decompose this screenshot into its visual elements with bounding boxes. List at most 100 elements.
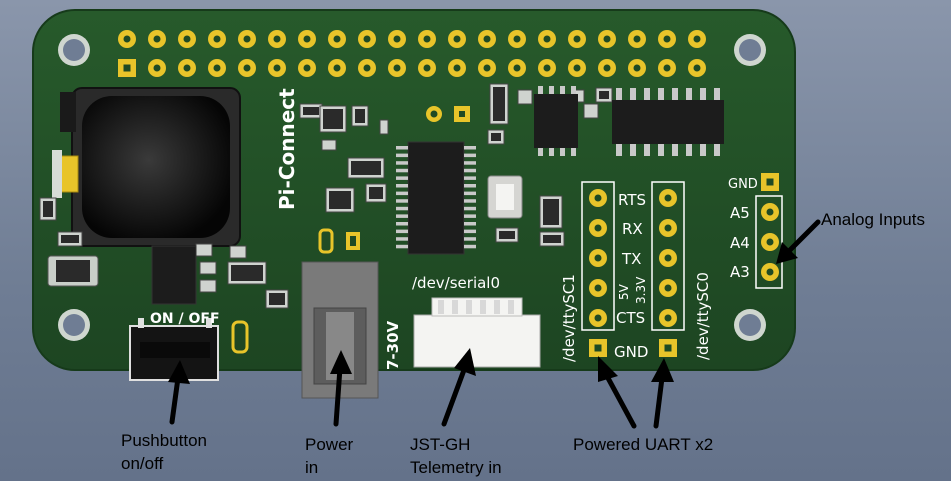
ic-pin xyxy=(396,191,408,196)
uart-headers xyxy=(581,181,685,357)
uart-pin-gnd: GND xyxy=(614,343,648,361)
analog-pin-a5: A5 xyxy=(730,204,750,222)
callout-jst-line2: Telemetry in xyxy=(410,458,502,477)
arrow-uart0 xyxy=(651,358,674,429)
ic-pin xyxy=(616,88,622,100)
ic-pin xyxy=(686,144,692,156)
ic-pin xyxy=(700,88,706,100)
gpio-header xyxy=(118,30,706,77)
uart-pin-cts: CTS xyxy=(616,309,645,327)
regulator-ic xyxy=(151,245,197,305)
ic-pin xyxy=(464,244,476,249)
board-name: Pi-Connect xyxy=(275,88,299,210)
passive xyxy=(229,245,247,259)
ic-pin xyxy=(616,144,622,156)
ic-pin xyxy=(396,168,408,173)
passive xyxy=(321,139,337,151)
ic-pin xyxy=(644,144,650,156)
voltage-label: 7-30V xyxy=(384,320,402,370)
ic-pin xyxy=(658,144,664,156)
uart-bridge-ic xyxy=(407,141,465,255)
uart-pin-tx: TX xyxy=(621,250,641,268)
ic-pin xyxy=(549,148,554,156)
ic-pin xyxy=(396,146,408,150)
ic-pin xyxy=(464,146,476,150)
ic-pin xyxy=(464,214,476,218)
ic-pin xyxy=(464,206,476,211)
arrow-power xyxy=(330,350,352,427)
driver-ic xyxy=(612,100,724,144)
power-connector xyxy=(301,228,379,399)
ic-pin xyxy=(396,237,408,241)
callout-pushbutton-line2: on/off xyxy=(121,454,164,473)
switch-label: ON / OFF xyxy=(150,311,220,327)
callout-pushbutton: Pushbutton on/off xyxy=(121,429,207,475)
ic-pin xyxy=(396,222,408,226)
ic-pin xyxy=(396,176,408,180)
ic-pin xyxy=(464,237,476,241)
callout-jst: JST-GH Telemetry in xyxy=(410,433,502,479)
ic-pin xyxy=(658,88,664,100)
ic-pin xyxy=(686,88,692,100)
arrow-analog xyxy=(776,219,821,264)
ic-pin xyxy=(464,229,476,234)
jst-pin xyxy=(438,300,444,314)
ic-pin xyxy=(571,148,576,156)
callout-power-line2: in xyxy=(305,458,319,477)
ic-pin xyxy=(714,88,720,100)
ic-pin xyxy=(464,161,476,165)
ic-pin xyxy=(464,199,476,203)
analog-pin-a4: A4 xyxy=(730,234,750,252)
ic-pin xyxy=(714,144,720,156)
inductor xyxy=(60,87,241,247)
passive xyxy=(199,261,217,275)
ic-pin xyxy=(464,222,476,226)
uart-pin-rx: RX xyxy=(622,220,643,238)
ic-pin xyxy=(396,206,408,211)
ic-pin xyxy=(644,88,650,100)
ic-pin xyxy=(560,148,565,156)
callout-power-line1: Power xyxy=(305,435,354,454)
volt-5v-label: 5V xyxy=(617,283,631,300)
ic-pin xyxy=(464,176,476,180)
jst-pin xyxy=(466,300,472,314)
callout-jst-line1: JST-GH xyxy=(410,435,471,454)
arrow-uart1 xyxy=(598,356,637,429)
uart0-label: /dev/ttySC0 xyxy=(694,272,712,360)
arrow-jst xyxy=(441,348,476,427)
jst-gh-connector xyxy=(413,297,541,368)
arrow-pushbutton xyxy=(168,360,190,425)
ic-pin xyxy=(700,144,706,156)
ic-pin xyxy=(672,88,678,100)
mounting-holes xyxy=(58,34,766,341)
ic-pin xyxy=(464,153,476,158)
top-ic-pins xyxy=(538,86,720,156)
ic-pin xyxy=(396,153,408,158)
ic-pin xyxy=(571,86,576,94)
callout-arrows xyxy=(168,219,821,429)
analog-pin-gnd: GND xyxy=(728,177,758,192)
passive xyxy=(379,119,389,135)
ic-pin xyxy=(549,86,554,94)
volt-33v-label: 3.3V xyxy=(634,276,648,304)
passive-components xyxy=(39,83,613,309)
jst-pin xyxy=(480,300,486,314)
ic-pin xyxy=(396,244,408,249)
ic-pin xyxy=(538,148,543,156)
ic-pin xyxy=(672,144,678,156)
ic-pin xyxy=(464,184,476,188)
ic-pin xyxy=(396,229,408,234)
uart1-label: /dev/ttySC1 xyxy=(560,274,578,362)
ic-pin xyxy=(630,144,636,156)
callout-pushbutton-line1: Pushbutton xyxy=(121,431,208,450)
passive xyxy=(195,243,213,257)
ic-pin xyxy=(396,199,408,203)
level-shifter-ic xyxy=(534,94,578,148)
jst-pin xyxy=(452,300,458,314)
callout-analog: Analog Inputs xyxy=(821,210,925,229)
callout-power: Power in xyxy=(305,433,353,479)
ic-pin xyxy=(560,86,565,94)
ic-pin xyxy=(396,214,408,218)
two-pin-header xyxy=(426,106,470,122)
ic-pin xyxy=(396,161,408,165)
